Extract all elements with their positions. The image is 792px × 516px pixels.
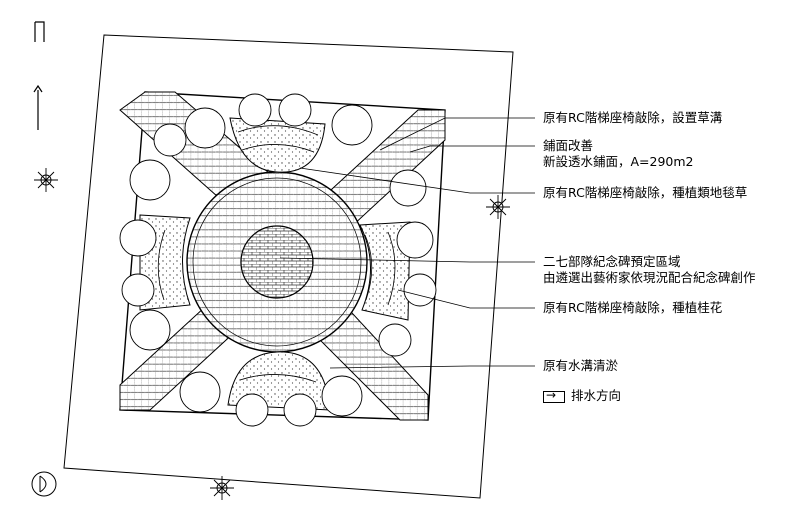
legend-drain-direction: 排水方向 [543, 387, 621, 404]
annotation-grass-ditch: 原有RC階梯座椅敲除，設置草溝 [543, 110, 723, 125]
drain-arrow-icon [543, 387, 565, 403]
north-arrow-icon [33, 21, 45, 130]
sun-symbol-icon [34, 168, 510, 500]
site-boundary [63, 34, 514, 499]
annotation-ditch-dredging: 原有水溝清淤 [543, 358, 619, 373]
trees [119, 93, 437, 427]
annotation-osmanthus: 原有RC階梯座椅敲除，種植桂花 [543, 300, 723, 315]
planting-bed-east [359, 221, 411, 321]
memorial-area [240, 225, 314, 299]
annotation-permeable-paving: 新設透水鋪面，A=290m2 [543, 154, 694, 169]
annotation-paving-improve: 鋪面改善 [543, 138, 594, 153]
annotation-memorial-area: 二七部隊紀念碑預定區域 [543, 254, 681, 269]
planting-bed-north [229, 117, 326, 173]
annotation-artist-creation: 由遴選出藝術家依現況配合紀念碑創作 [543, 270, 756, 285]
leader-lines [279, 117, 535, 369]
door-marker-icon [31, 471, 57, 497]
annotation-carpet-grass: 原有RC階梯座椅敲除，種植類地毯草 [543, 185, 748, 200]
